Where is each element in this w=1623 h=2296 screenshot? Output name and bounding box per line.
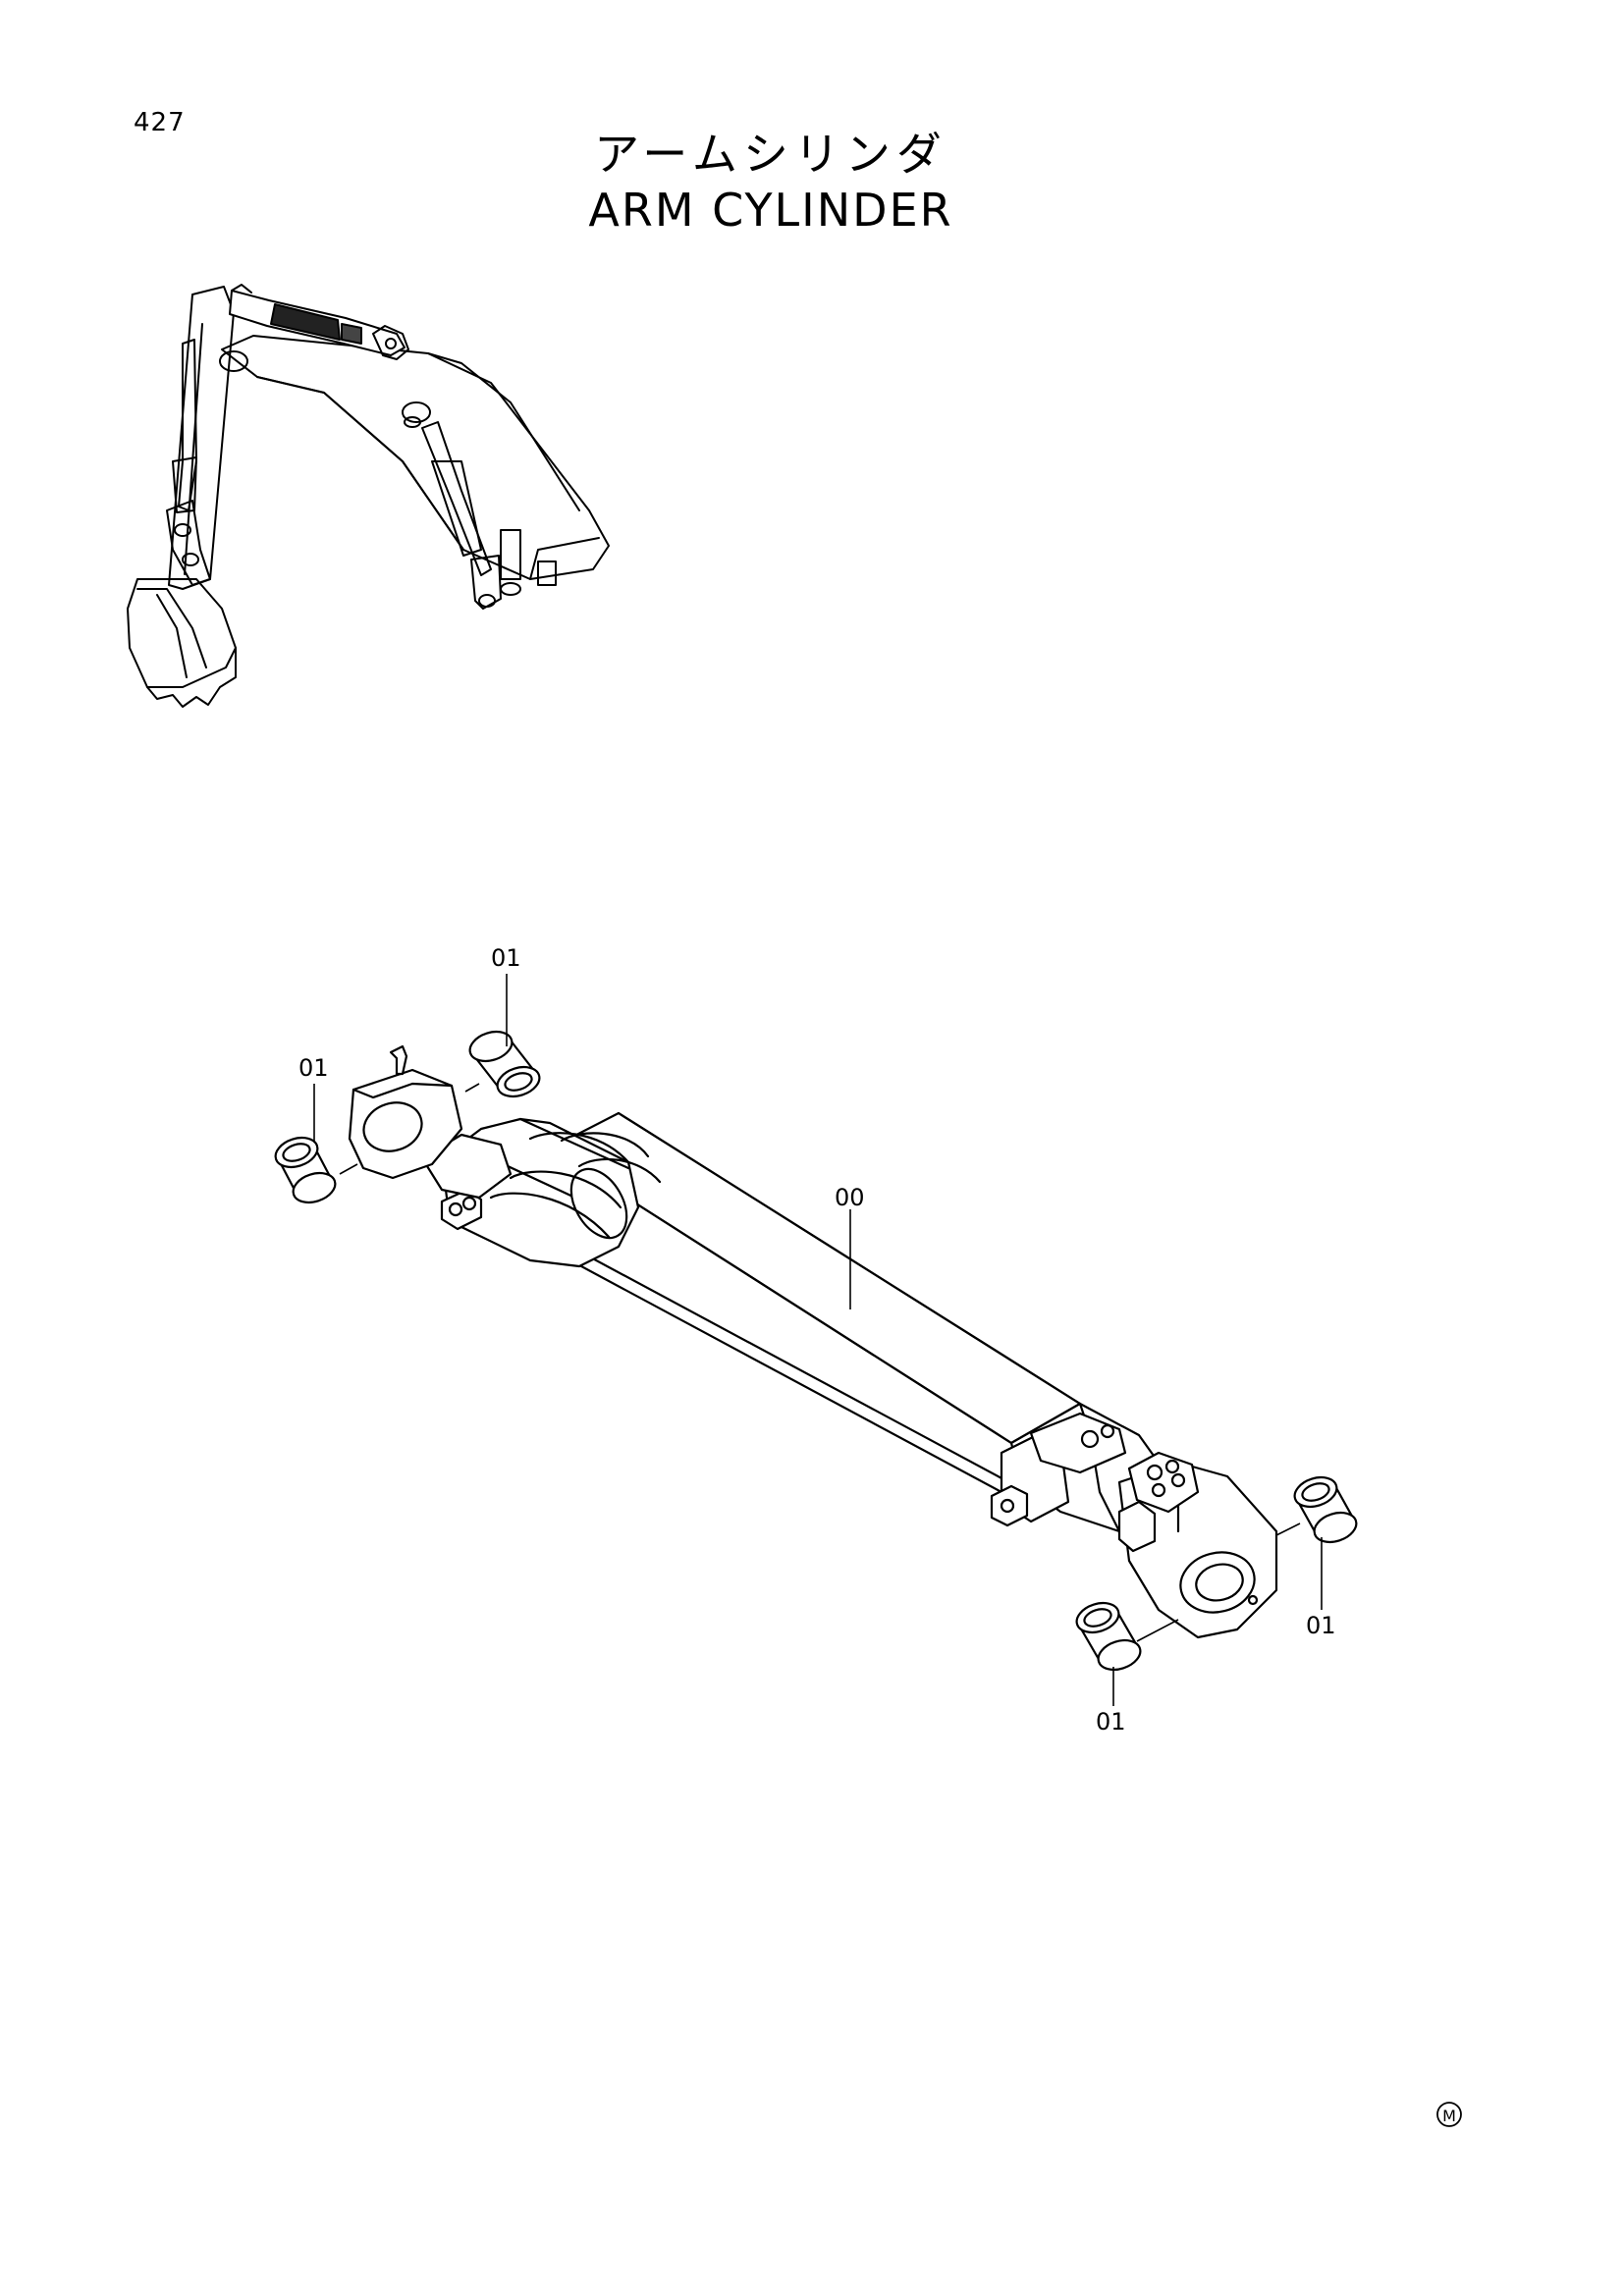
bushing-left — [274, 1136, 337, 1204]
bushing-bottom — [1075, 1601, 1142, 1672]
callout-00-assembly: 00 — [835, 1184, 865, 1211]
callout-01-bottom: 01 — [1096, 1708, 1126, 1735]
page-number: 427 — [134, 108, 186, 137]
callout-01-left: 01 — [298, 1054, 329, 1082]
callout-01-right: 01 — [1306, 1612, 1336, 1639]
circled-m-mark: M — [1436, 2102, 1462, 2127]
bushing-top-left — [468, 1030, 541, 1098]
callout-01-top: 01 — [491, 944, 521, 972]
arm-cylinder-assembly — [348, 1044, 1278, 1639]
title-english: ARM CYLINDER — [588, 184, 953, 237]
leader-lines — [313, 974, 1323, 1706]
bushing-right — [1293, 1475, 1358, 1544]
title-japanese: アームシリンダ — [594, 128, 947, 181]
excavator-key-view — [127, 284, 610, 708]
mark-letter: M — [1442, 2107, 1456, 2125]
page-title: アームシリンダ ARM CYLINDER — [550, 126, 992, 238]
